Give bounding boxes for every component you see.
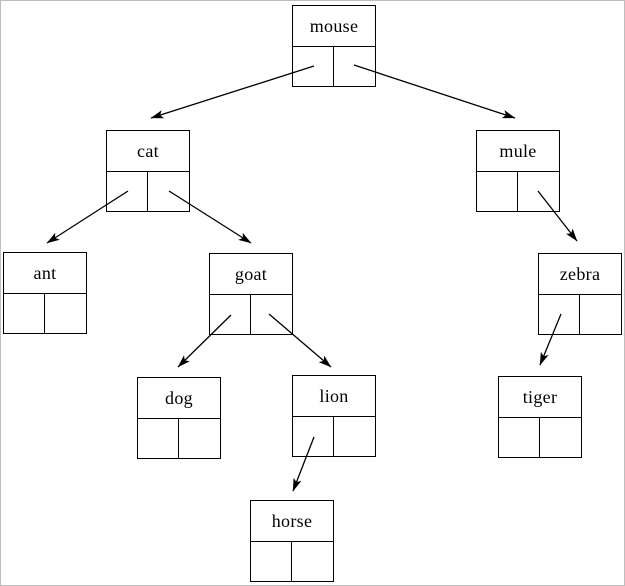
left-pointer-cell [499,418,540,457]
left-pointer-cell [293,47,334,86]
right-pointer-cell [251,295,292,334]
right-pointer-cell [334,417,375,456]
pointer-row [477,172,559,211]
left-pointer-cell [107,172,148,211]
tree-node-horse: horse [250,500,334,582]
tree-node-ant: ant [3,252,87,334]
right-pointer-cell [334,47,375,86]
left-pointer-cell [138,419,179,458]
pointer-row [210,295,292,334]
tree-node-mouse: mouse [292,5,376,87]
tree-node-goat: goat [209,253,293,335]
left-pointer-cell [293,417,334,456]
right-pointer-cell [179,419,220,458]
edge-mouse-left-to-cat [150,65,315,119]
pointer-row [293,47,375,86]
tree-node-cat: cat [106,130,190,212]
node-label: mule [477,131,559,172]
pointer-row [4,294,86,333]
tree-node-dog: dog [137,377,221,459]
node-label: cat [107,131,189,172]
node-label: zebra [539,254,621,295]
right-pointer-cell [580,295,621,334]
pointer-row [539,295,621,334]
node-label: tiger [499,377,581,418]
node-label: lion [293,376,375,417]
right-pointer-cell [518,172,559,211]
tree-node-zebra: zebra [538,253,622,335]
node-label: horse [251,501,333,542]
pointer-row [107,172,189,211]
node-label: dog [138,378,220,419]
right-pointer-cell [45,294,86,333]
left-pointer-cell [539,295,580,334]
tree-node-tiger: tiger [498,376,582,458]
node-label: goat [210,254,292,295]
left-pointer-cell [477,172,518,211]
right-pointer-cell [148,172,189,211]
left-pointer-cell [251,542,292,581]
tree-node-mule: mule [476,130,560,212]
left-pointer-cell [210,295,251,334]
tree-node-lion: lion [292,375,376,457]
pointer-row [138,419,220,458]
edge-mouse-right-to-mule [353,64,516,119]
pointer-row [499,418,581,457]
node-label: mouse [293,6,375,47]
left-pointer-cell [4,294,45,333]
right-pointer-cell [540,418,581,457]
pointer-row [293,417,375,456]
node-label: ant [4,253,86,294]
pointer-row [251,542,333,581]
right-pointer-cell [292,542,333,581]
